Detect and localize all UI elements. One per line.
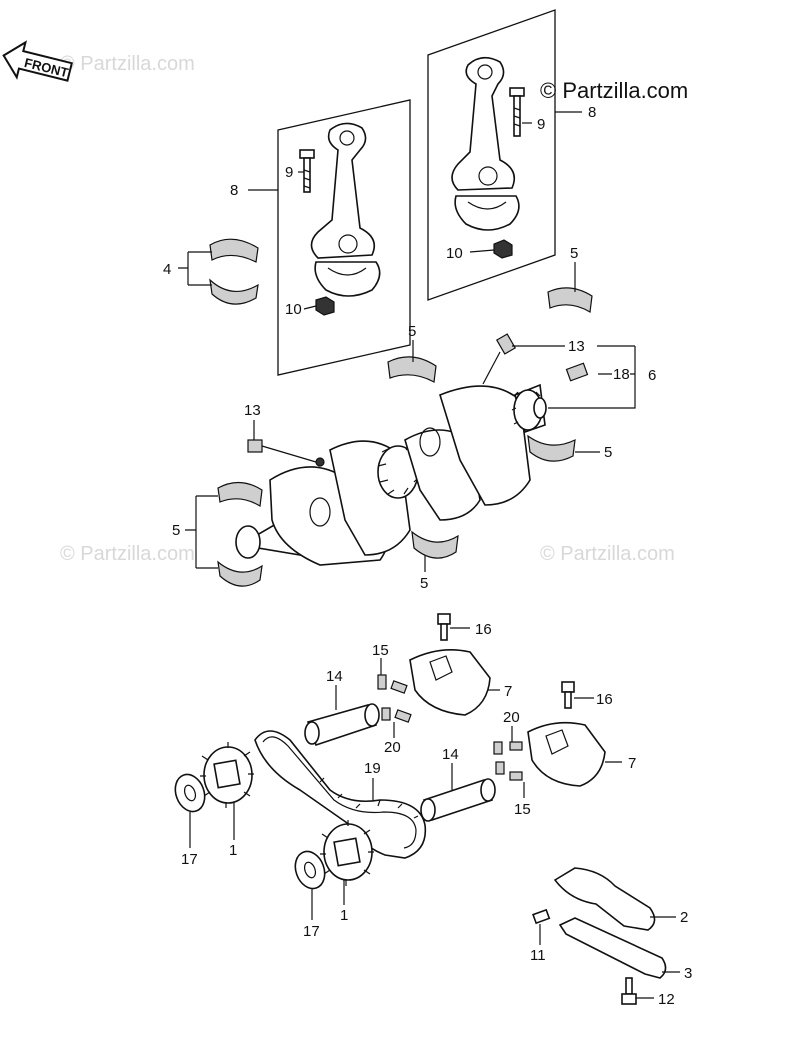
callout-15-lower: 15 bbox=[514, 801, 531, 818]
callout-14-upper: 14 bbox=[326, 668, 343, 685]
balancer-chain-19 bbox=[254, 730, 427, 859]
callout-19: 19 bbox=[364, 760, 381, 777]
sprocket-1-upper bbox=[200, 742, 254, 808]
bearing-shell-5-a bbox=[547, 287, 593, 313]
callout-17-upper: 17 bbox=[181, 851, 198, 868]
connecting-rod-panel-left bbox=[277, 99, 411, 376]
plug-13-lower bbox=[247, 439, 263, 453]
callout-labels: 8 9 4 10 8 9 10 5 5 13 18 6 5 13 5 5 16 … bbox=[163, 104, 692, 1008]
bearing-shell-5-b bbox=[387, 356, 437, 383]
bolt-12 bbox=[621, 977, 637, 1005]
bearing-shell-5-d bbox=[217, 481, 263, 507]
watermark-brand: © Partzilla.com bbox=[540, 78, 688, 103]
callout-13-lower: 13 bbox=[244, 402, 261, 419]
bolt-11 bbox=[532, 908, 551, 925]
callout-5-right: 5 bbox=[604, 444, 612, 461]
balancer-weight-7-lower bbox=[527, 721, 606, 787]
bolt-16-lower bbox=[561, 681, 575, 709]
callout-12: 12 bbox=[658, 991, 675, 1008]
callout-10-right: 10 bbox=[446, 245, 463, 262]
callout-11: 11 bbox=[530, 947, 546, 964]
callout-8-right: 8 bbox=[588, 104, 596, 121]
connecting-rod-panel-right bbox=[427, 9, 556, 301]
callout-7-upper: 7 bbox=[504, 683, 512, 700]
callout-1-lower: 1 bbox=[340, 907, 348, 924]
callout-9-left: 9 bbox=[285, 164, 293, 181]
callout-18: 18 bbox=[613, 366, 630, 383]
bearing-shell-4-upper bbox=[209, 238, 259, 263]
callout-8-left: 8 bbox=[230, 182, 238, 199]
callout-14-lower: 14 bbox=[442, 746, 459, 763]
front-arrow-icon: FRONT bbox=[2, 40, 74, 82]
pin-15-lower bbox=[493, 741, 523, 781]
callout-6: 6 bbox=[648, 367, 656, 384]
balancer-shaft-14-lower bbox=[420, 778, 496, 822]
callout-5-left: 5 bbox=[172, 522, 180, 539]
washer-17-lower bbox=[294, 850, 326, 890]
callout-4: 4 bbox=[163, 261, 171, 278]
callout-9-right: 9 bbox=[537, 116, 545, 133]
callout-16-lower: 16 bbox=[596, 691, 613, 708]
callout-5-bottom: 5 bbox=[420, 575, 428, 592]
callout-5-mid: 5 bbox=[408, 323, 416, 340]
callout-1-upper: 1 bbox=[229, 842, 237, 859]
balancer-shaft-14-upper bbox=[304, 703, 380, 747]
callout-10-left: 10 bbox=[285, 301, 302, 318]
spring-20-upper-a bbox=[390, 680, 408, 694]
callout-7-lower: 7 bbox=[628, 755, 636, 772]
bearing-shell-4-lower bbox=[209, 278, 259, 305]
watermark-mid-right: © Partzilla.com bbox=[540, 543, 675, 565]
callout-16-upper: 16 bbox=[475, 621, 492, 638]
balancer-weight-7-upper bbox=[409, 649, 491, 716]
bolt-16-upper bbox=[437, 613, 451, 641]
callout-2: 2 bbox=[680, 909, 688, 926]
callout-20-lower: 20 bbox=[503, 709, 520, 726]
leader-lines bbox=[178, 111, 680, 999]
callout-15-upper: 15 bbox=[372, 642, 389, 659]
callout-3: 3 bbox=[684, 965, 692, 982]
watermark-top-left: © Partzilla.com bbox=[60, 53, 195, 75]
callout-20-upper: 20 bbox=[384, 739, 401, 756]
pin-15-upper bbox=[377, 674, 387, 690]
callout-5-top: 5 bbox=[570, 245, 578, 262]
crankshaft bbox=[235, 383, 547, 566]
plug-13-upper bbox=[495, 333, 517, 355]
bearing-shell-5-c bbox=[527, 434, 576, 462]
washer-17-upper bbox=[174, 773, 206, 813]
sprocket-1-lower bbox=[320, 820, 374, 886]
chain-guide-3 bbox=[558, 917, 667, 979]
callout-17-lower: 17 bbox=[303, 923, 320, 940]
bearing-shell-5-f bbox=[411, 530, 459, 559]
chain-guide-2 bbox=[553, 867, 656, 931]
watermark-mid-left: © Partzilla.com bbox=[60, 543, 195, 565]
callout-13-upper: 13 bbox=[568, 338, 585, 355]
spring-20-upper-b bbox=[381, 707, 412, 723]
pin-18 bbox=[565, 362, 589, 382]
bearing-shell-5-e bbox=[217, 560, 263, 587]
